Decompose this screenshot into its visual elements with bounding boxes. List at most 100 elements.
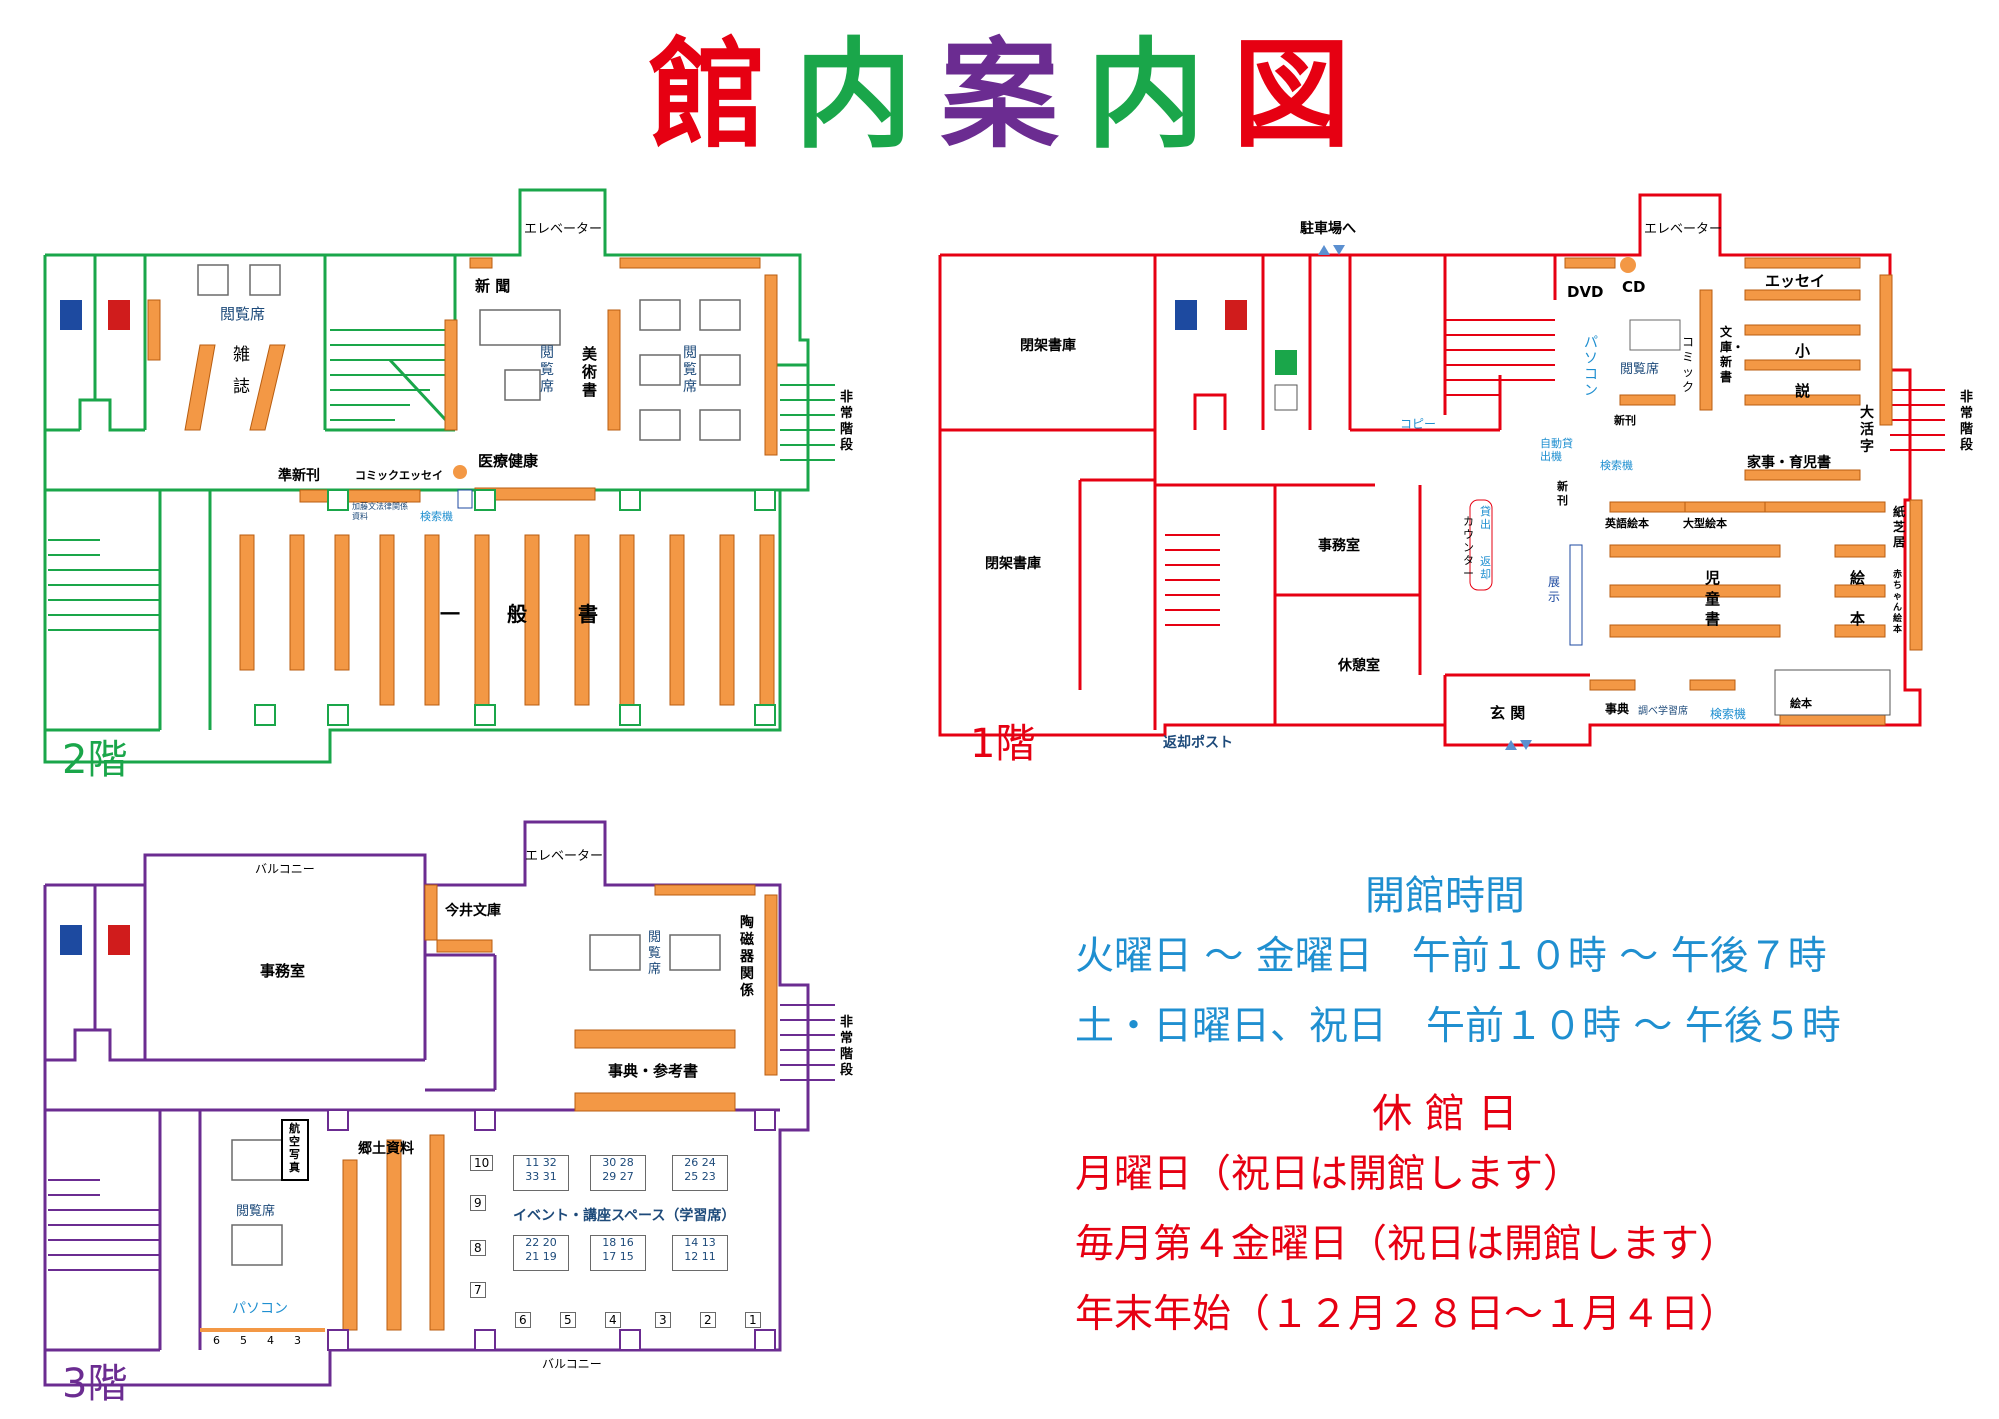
floor1-exhibit-label: 展示 xyxy=(1548,575,1561,604)
floor1-picture-2: 本 xyxy=(1850,610,1866,628)
bseat-2: 2 xyxy=(700,1312,716,1328)
title-char-3: 案 xyxy=(940,26,1059,164)
floor3-emergency-label: 非常階段 xyxy=(840,1015,854,1078)
floor1-parking-label: 駐車場へ xyxy=(1300,221,1356,237)
floor1-counter-label: カウンター xyxy=(1463,515,1474,580)
floor3-balcony-bottom: バルコニー xyxy=(542,1357,602,1371)
floor3-tables xyxy=(231,934,721,1266)
floor2-reading-mid-label: 閲覧席 xyxy=(540,345,554,395)
floor1-novel-2: 説 xyxy=(1795,382,1811,400)
floor1-cd-dot xyxy=(1620,257,1636,273)
floor3-pc-label: パソコン xyxy=(232,1301,288,1317)
t6b: 13 xyxy=(701,1236,716,1249)
info-panel: 開館時間 火曜日 ～ 金曜日 午前１０時 ～ 午後７時 土・日曜日、祝日 午前１… xyxy=(1075,870,1955,1350)
closed-monday: 月曜日（祝日は開館します） xyxy=(1075,1152,1583,1197)
floor1-auto-checkout-label: 自動貸出機 xyxy=(1540,437,1573,463)
floor2-emergency-label: 非常階段 xyxy=(840,390,854,453)
floor3-pc-seats: 6543 xyxy=(213,1334,321,1347)
t3d: 23 xyxy=(701,1170,716,1183)
floor3-ceramics-label: 陶磁器関係 xyxy=(740,915,754,999)
t5c: 17 xyxy=(602,1250,617,1263)
floor1-pc-label: パソコン xyxy=(1584,335,1598,399)
t4c: 21 xyxy=(525,1250,540,1263)
floor1-arrows xyxy=(1318,245,1532,750)
t6c: 12 xyxy=(684,1250,699,1263)
floor1-reading-label: 閲覧席 xyxy=(1620,362,1660,377)
hours-weekday: 火曜日 ～ 金曜日 午前１０時 ～ 午後７時 xyxy=(1075,934,1827,979)
floor1-search-2-label: 検索機 xyxy=(1710,707,1747,721)
floor1-novel-1: 小 xyxy=(1795,342,1811,360)
floor1-cd-label: CD xyxy=(1622,278,1646,296)
floor2-newspaper-label: 新 聞 xyxy=(475,277,511,295)
floor2-elevator-label: エレベーター xyxy=(524,222,603,237)
floor1-children-2: 童 xyxy=(1705,590,1721,608)
floor2-stairs xyxy=(48,329,835,631)
t4d: 19 xyxy=(542,1250,557,1263)
hours-weekend: 土・日曜日、祝日 午前１０時 ～ 午後５時 xyxy=(1075,1004,1841,1049)
t3c: 25 xyxy=(684,1170,699,1183)
floor2-new-label: 準新刊 xyxy=(278,468,320,484)
pc-seat-3: 3 xyxy=(294,1334,321,1347)
floor3-office-label: 事務室 xyxy=(260,962,306,980)
floor1-kamishibai-label: 紙芝居 xyxy=(1893,505,1906,549)
t1a: 11 xyxy=(525,1156,540,1169)
floor3-balcony-top: バルコニー xyxy=(255,862,315,876)
floor3-aerial-label: 航空写真 xyxy=(289,1122,300,1174)
floor3-reference-label: 事典・参考書 xyxy=(608,1062,699,1080)
t1b: 32 xyxy=(542,1156,557,1169)
seat-8: 8 xyxy=(470,1240,486,1256)
floor2-general-2: 般 xyxy=(507,602,527,626)
floor2-kato-label: 加藤文法律関係資料 xyxy=(352,502,408,521)
floor2-magazine-2: 誌 xyxy=(233,377,250,397)
floor1-large-picture-label: 大型絵本 xyxy=(1683,517,1727,530)
floor1-home-label: 家事・育児書 xyxy=(1747,455,1831,471)
bseat-3: 3 xyxy=(655,1312,671,1328)
page-title: 館内案内図 xyxy=(0,30,1999,160)
floor2-magazine-racks xyxy=(184,344,286,431)
closed-heading: 休 館 日 xyxy=(1372,1091,1518,1137)
floor3-label: 3階 xyxy=(62,1361,128,1407)
floor2-label: 2階 xyxy=(62,737,128,783)
floor1-dvd-label: DVD xyxy=(1567,283,1604,301)
floor1-emergency-label: 非常階段 xyxy=(1960,390,1974,453)
closed-new-year: 年末年始（１２月２８日～１月４日） xyxy=(1075,1292,1739,1337)
floor1-counter-box xyxy=(1469,499,1493,591)
floor2-medical-label: 医療健康 xyxy=(478,452,539,470)
floor1-walls xyxy=(938,193,1922,747)
floor1-picture-3-label: 絵本 xyxy=(1790,697,1812,710)
floor1-toilet-icons xyxy=(1175,300,1298,411)
floor2-search-label: 検索機 xyxy=(420,510,453,523)
floor1-large-print-label: 大活字 xyxy=(1860,405,1874,455)
floor1-closed-stacks-1: 閉架書庫 xyxy=(1020,338,1076,354)
t2d: 27 xyxy=(619,1170,634,1183)
t3a: 26 xyxy=(684,1156,699,1169)
floor1-tables xyxy=(1629,319,1681,351)
floor1-picture-1: 絵 xyxy=(1850,569,1866,587)
pc-seat-5: 5 xyxy=(240,1334,267,1347)
floor1-exhibit-box xyxy=(1569,544,1583,646)
seat-10: 10 xyxy=(470,1155,494,1171)
floor1-new-books-label: 新刊 xyxy=(1614,414,1636,427)
title-char-5: 図 xyxy=(1232,26,1351,164)
floor2-toilet-icons xyxy=(60,300,130,330)
floor1-stairs xyxy=(1165,319,1945,626)
floor3-elevator-label: エレベーター xyxy=(525,849,604,864)
floor3-toilet-icons xyxy=(60,925,130,955)
floor1-lend-label: 貸出 xyxy=(1480,505,1491,531)
floor2-general-1: 一 xyxy=(440,602,460,626)
floor3-stairs xyxy=(48,1004,835,1271)
floor2-search-box xyxy=(457,489,473,509)
seat-7: 7 xyxy=(470,1282,486,1298)
floor3-pillars xyxy=(327,1109,776,1351)
floor1-study-label: 調べ学習席 xyxy=(1638,706,1688,717)
floor3-event-label: イベント・講座スペース（学習席） xyxy=(513,1208,736,1224)
floor2-pillars xyxy=(254,489,776,726)
